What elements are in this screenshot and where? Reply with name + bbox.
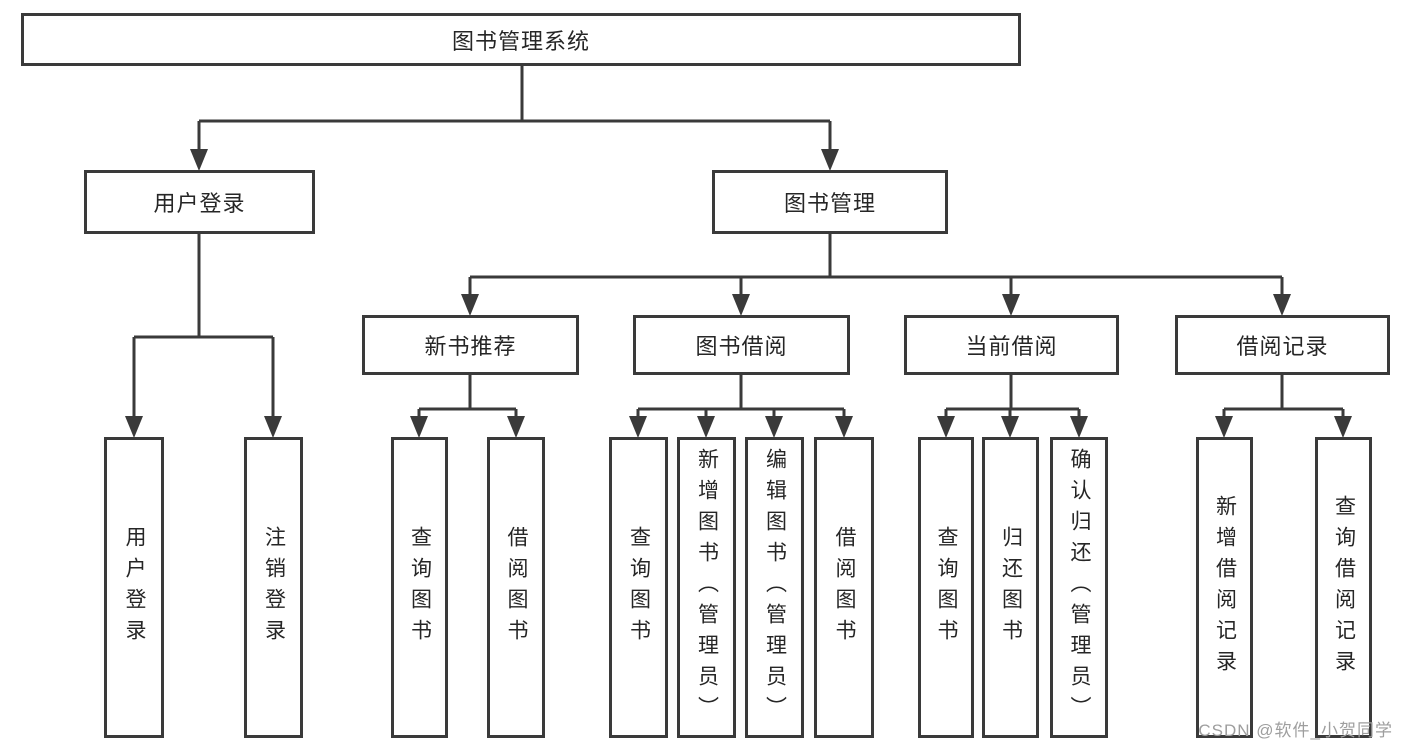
arrowhead-icon [264, 416, 282, 438]
leaf-query-books-borrow: 查询图书 [609, 437, 668, 738]
leaf-query-books-recommend: 查询图书 [391, 437, 448, 738]
arrowhead-icon [1215, 416, 1233, 438]
leaf-borrow-books: 借阅图书 [814, 437, 874, 738]
csdn-watermark: CSDN @软件_小贺同学 [1198, 721, 1393, 740]
arrowhead-icon [1070, 416, 1088, 438]
arrowhead-icon [125, 416, 143, 438]
arrowhead-icon [190, 149, 208, 171]
leaf-borrow-books-recommend: 借阅图书 [487, 437, 545, 738]
node-root-system: 图书管理系统 [21, 13, 1021, 66]
leaf-query-books-current: 查询图书 [918, 437, 974, 738]
arrowhead-icon [507, 416, 525, 438]
arrowhead-icon [821, 149, 839, 171]
leaf-edit-book-admin: 编辑图书（管理员） [745, 437, 804, 738]
arrowhead-icon [697, 416, 715, 438]
arrowhead-icon [937, 416, 955, 438]
leaf-return-book: 归还图书 [982, 437, 1039, 738]
leaf-add-borrow-record: 新增借阅记录 [1196, 437, 1253, 738]
arrowhead-icon [629, 416, 647, 438]
node-user-login: 用户登录 [84, 170, 315, 234]
node-current-borrow: 当前借阅 [904, 315, 1119, 375]
arrowhead-icon [765, 416, 783, 438]
leaf-confirm-return-admin: 确认归还（管理员） [1050, 437, 1108, 738]
leaf-add-book-admin: 新增图书（管理员） [677, 437, 736, 738]
arrowhead-icon [410, 416, 428, 438]
node-book-management: 图书管理 [712, 170, 948, 234]
arrowhead-icon [1334, 416, 1352, 438]
arrowhead-icon [732, 294, 750, 316]
leaf-user-login: 用户登录 [104, 437, 164, 738]
leaf-query-borrow-record: 查询借阅记录 [1315, 437, 1372, 738]
arrowhead-icon [835, 416, 853, 438]
node-book-borrow: 图书借阅 [633, 315, 850, 375]
arrowhead-icon [461, 294, 479, 316]
node-new-book-recommend: 新书推荐 [362, 315, 579, 375]
node-borrow-records: 借阅记录 [1175, 315, 1390, 375]
arrowhead-icon [1273, 294, 1291, 316]
arrowhead-icon [1001, 416, 1019, 438]
arrowhead-icon [1002, 294, 1020, 316]
leaf-logout: 注销登录 [244, 437, 303, 738]
